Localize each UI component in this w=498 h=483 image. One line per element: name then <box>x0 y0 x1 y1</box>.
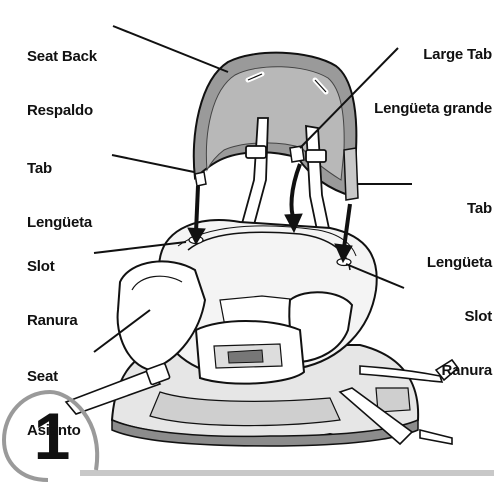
label-seat-es: Asiento <box>27 422 81 440</box>
label-seat-back: Seat Back Respaldo <box>27 12 97 138</box>
label-seat-back-es: Respaldo <box>27 102 97 120</box>
label-slot-left-en: Slot <box>27 258 77 276</box>
seat-back <box>194 53 358 200</box>
label-seat: Seat Asiento <box>27 332 81 458</box>
label-slot-left: Slot Ranura <box>27 222 77 348</box>
label-seat-back-en: Seat Back <box>27 48 97 66</box>
label-tab-right-en: Tab <box>427 200 492 218</box>
label-slot-left-es: Ranura <box>27 312 77 330</box>
label-slot-right-en: Slot <box>442 308 492 326</box>
label-large-tab-en: Large Tab <box>374 46 492 64</box>
label-slot-right-es: Ranura <box>442 362 492 380</box>
label-slot-right: Slot Ranura <box>442 272 492 398</box>
label-large-tab-es: Lengüeta grande <box>374 100 492 118</box>
label-large-tab: Large Tab Lengüeta grande <box>374 10 492 136</box>
label-seat-en: Seat <box>27 368 81 386</box>
step-rule <box>80 470 494 476</box>
label-tab-left-en: Tab <box>27 160 92 178</box>
label-tab-right-es: Lengüeta <box>427 254 492 272</box>
